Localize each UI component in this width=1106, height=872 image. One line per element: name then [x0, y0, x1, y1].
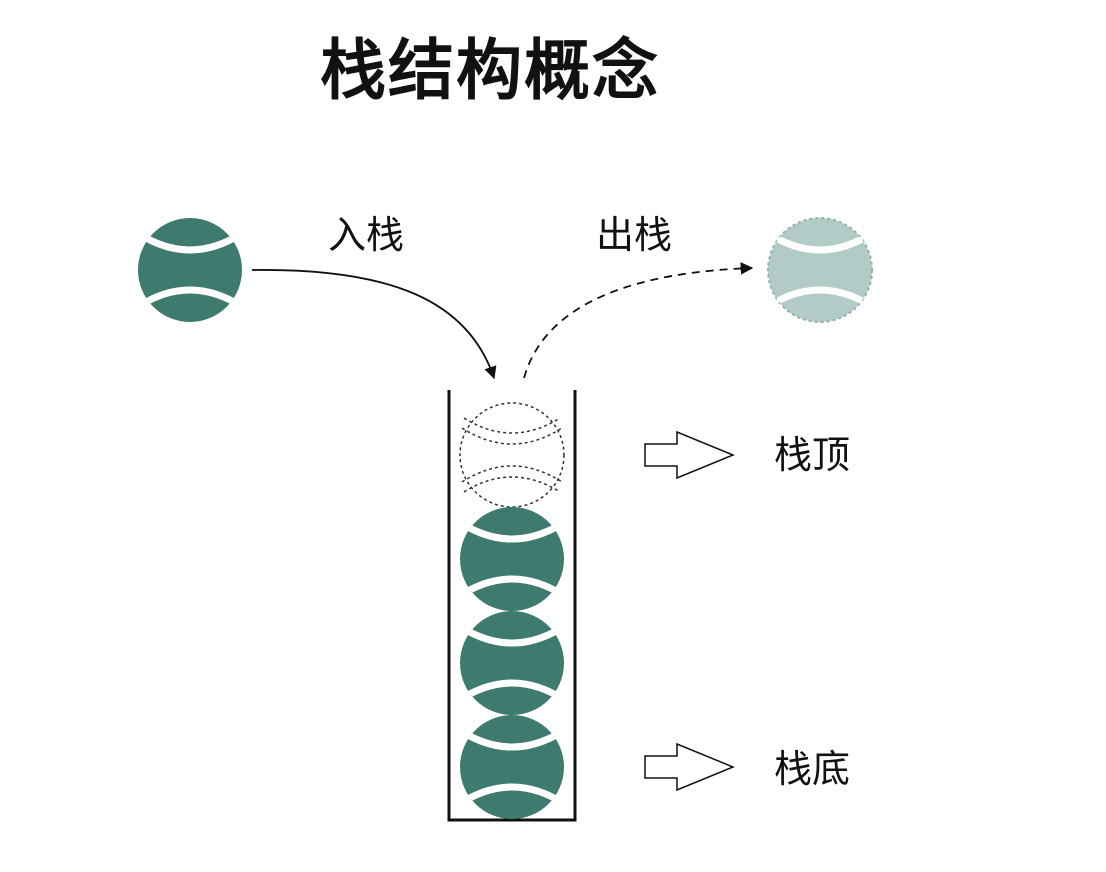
pop-label: 出栈 [596, 213, 673, 257]
stack-ball-icon [460, 715, 564, 819]
push-arrow [251, 269, 497, 380]
diagram-title: 栈结构概念 [320, 32, 660, 109]
stack-container [447, 390, 577, 822]
stack-ball-icon [460, 507, 564, 611]
stack-ball-icon [460, 611, 564, 715]
ghost-ball-icon [459, 402, 565, 508]
pop-arrow [523, 262, 754, 379]
stack-bottom-label: 栈底 [774, 747, 851, 791]
stack-bottom-arrow-icon [644, 742, 735, 792]
push-label: 入栈 [328, 213, 405, 257]
incoming-ball-icon [138, 218, 242, 322]
stack-top-label: 栈顶 [774, 433, 851, 477]
stack-top-arrow-icon [644, 430, 735, 480]
popped-ball-icon [767, 217, 873, 323]
